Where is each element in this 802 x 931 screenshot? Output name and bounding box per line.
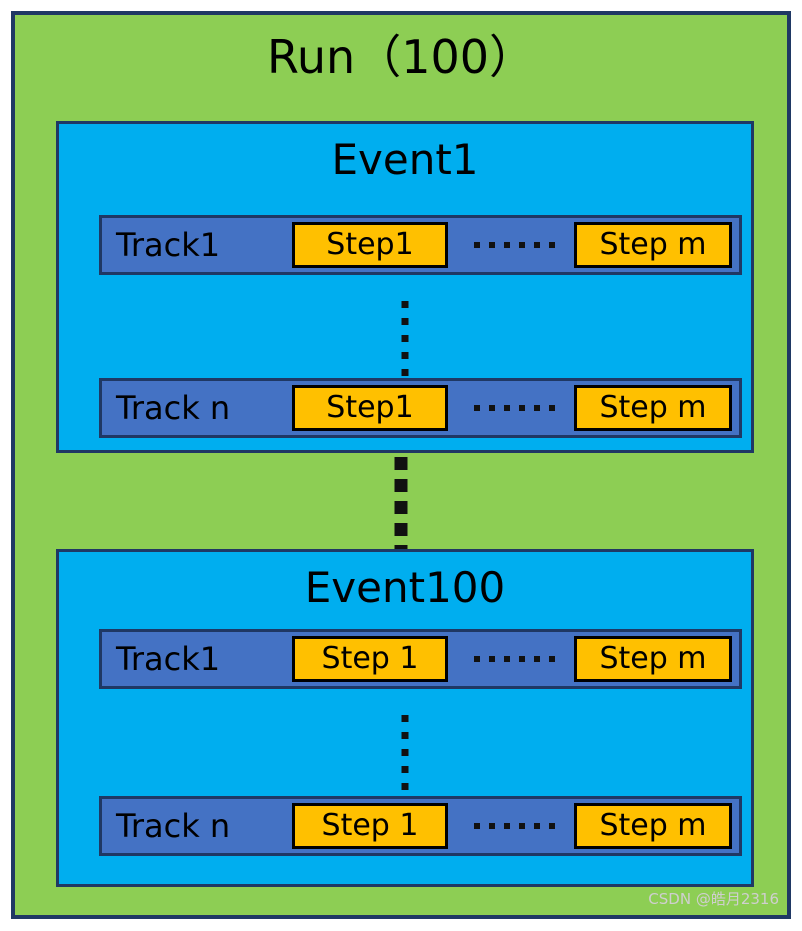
step-box-first: Step 1 [292,636,448,682]
step-box-first: Step1 [292,222,448,268]
run-title: Run（100） [266,30,535,84]
track-ellipsis-icon [401,715,409,807]
track-label: Track n [116,807,231,845]
track-label: Track n [116,389,231,427]
track-row: Track1 Step1 Step m [99,215,742,275]
event-title: Event100 [304,563,506,612]
step-box-first: Step 1 [292,803,448,849]
watermark: CSDN @皓月2316 [648,890,779,908]
track-row: Track n Step1 Step m [99,378,742,438]
event-title: Event1 [331,135,479,184]
track-row: Track n Step 1 Step m [99,796,742,856]
step-box-last: Step m [574,222,732,268]
step-box-last: Step m [574,803,732,849]
run-container: Run（100） Event1 Track1 Step1 Step m Trac… [11,11,791,919]
step-ellipsis-icon [474,823,555,829]
step-ellipsis-icon [474,656,555,662]
step-ellipsis-icon [474,405,555,411]
track-label: Track1 [116,226,221,264]
step-ellipsis-icon [474,242,555,248]
step-box-last: Step m [574,636,732,682]
step-box-last: Step m [574,385,732,431]
track-label: Track1 [116,640,221,678]
track-row: Track1 Step 1 Step m [99,629,742,689]
step-box-first: Step1 [292,385,448,431]
event-box-100: Event100 Track1 Step 1 Step m Track n St… [56,549,754,887]
event-box-1: Event1 Track1 Step1 Step m Track n Step1 [56,121,754,453]
